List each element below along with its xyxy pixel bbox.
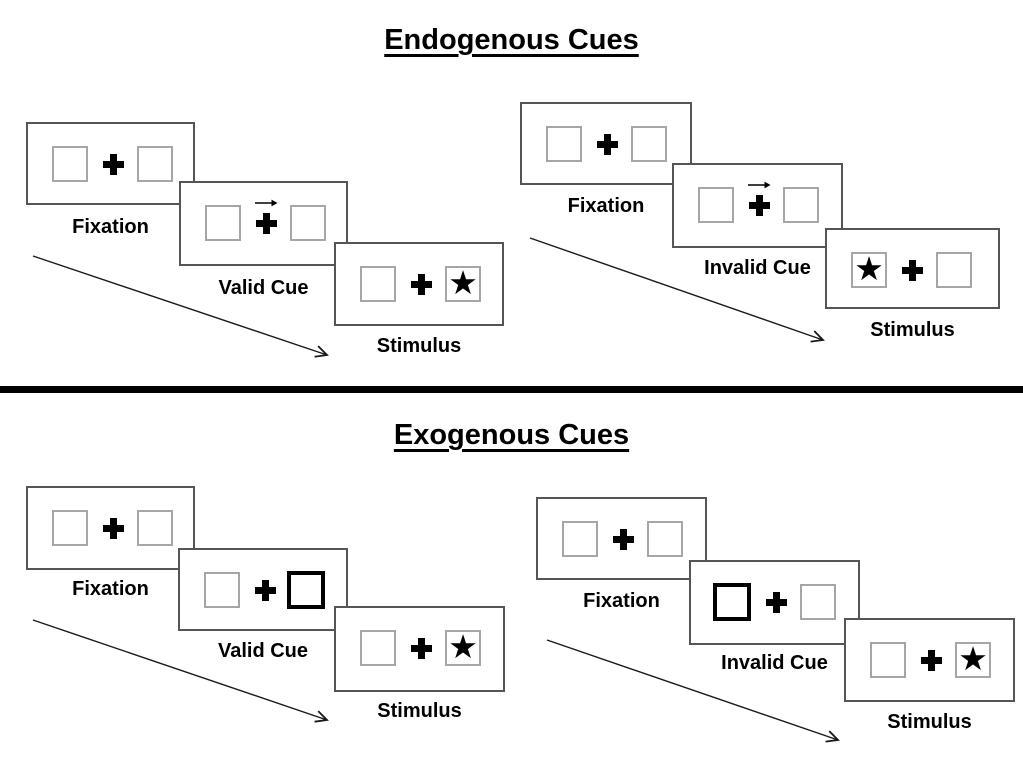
cue-arrow-icon: [748, 181, 771, 189]
left-box: ★: [851, 252, 887, 288]
right-box: [936, 252, 972, 288]
step-label: Fixation: [72, 216, 149, 238]
fixation-cross-icon: [613, 529, 634, 550]
left-box: [360, 266, 396, 302]
left-box: [698, 187, 734, 223]
left-box: [52, 510, 88, 546]
section-title-exogenous: Exogenous Cues: [393, 419, 630, 451]
star-icon: ★: [854, 249, 884, 288]
step-label: Valid Cue: [218, 277, 309, 299]
section-divider: [0, 386, 1023, 393]
left-cue-box: [713, 583, 751, 621]
endogenous-invalid-stimulus-panel: ★: [825, 228, 1000, 309]
fixation-cross-icon: [597, 134, 618, 155]
exogenous-valid-fixation-panel: [26, 486, 195, 570]
step-label: Invalid Cue: [721, 652, 828, 674]
timeline-arrow: [529, 237, 823, 340]
star-icon: ★: [448, 627, 478, 666]
right-box: [290, 205, 326, 241]
right-box: ★: [445, 266, 481, 302]
left-box: [562, 521, 598, 557]
right-box: ★: [955, 642, 991, 678]
timeline-arrow: [32, 255, 327, 355]
star-icon: ★: [448, 263, 478, 302]
right-box: ★: [445, 630, 481, 666]
left-box: [546, 126, 582, 162]
step-label: Stimulus: [887, 711, 972, 733]
step-label: Fixation: [72, 578, 149, 600]
right-box: [631, 126, 667, 162]
fixation-cross-icon: [411, 638, 432, 659]
fixation-cross-icon: [766, 592, 787, 613]
cue-arrow-icon: [255, 199, 278, 207]
fixation-cross-icon: [103, 518, 124, 539]
fixation-cross-icon: [902, 260, 923, 281]
step-label: Stimulus: [870, 319, 955, 341]
fixation-cross-icon: [411, 274, 432, 295]
fixation-cross-icon: [256, 213, 277, 234]
right-box: [137, 510, 173, 546]
exogenous-invalid-cue-panel: [689, 560, 860, 645]
endogenous-valid-stimulus-panel: ★: [334, 242, 504, 326]
section-title-endogenous: Endogenous Cues: [384, 24, 639, 56]
exogenous-valid-stimulus-panel: ★: [334, 606, 505, 692]
endogenous-invalid-cue-panel: [672, 163, 843, 248]
fixation-cross-icon: [103, 154, 124, 175]
fixation-cross-icon: [255, 580, 276, 601]
fixation-cross-icon: [749, 195, 770, 216]
right-box: [800, 584, 836, 620]
endogenous-valid-cue-panel: [179, 181, 348, 266]
exogenous-valid-cue-panel: [178, 548, 348, 631]
step-label: Fixation: [583, 590, 660, 612]
left-box: [870, 642, 906, 678]
exogenous-invalid-fixation-panel: [536, 497, 707, 580]
star-icon: ★: [958, 639, 988, 678]
left-box: [360, 630, 396, 666]
right-cue-box: [287, 571, 325, 609]
timeline-arrow: [32, 619, 327, 720]
left-box: [204, 572, 240, 608]
endogenous-invalid-fixation-panel: [520, 102, 692, 185]
step-label: Invalid Cue: [704, 257, 811, 279]
exogenous-invalid-stimulus-panel: ★: [844, 618, 1015, 702]
step-label: Stimulus: [377, 700, 462, 722]
right-box: [647, 521, 683, 557]
left-box: [205, 205, 241, 241]
step-label: Valid Cue: [217, 640, 309, 662]
right-box: [783, 187, 819, 223]
left-box: [52, 146, 88, 182]
fixation-cross-icon: [921, 650, 942, 671]
endogenous-valid-fixation-panel: [26, 122, 195, 205]
step-label: Fixation: [567, 195, 645, 217]
right-box: [137, 146, 173, 182]
step-label: Stimulus: [376, 335, 462, 357]
